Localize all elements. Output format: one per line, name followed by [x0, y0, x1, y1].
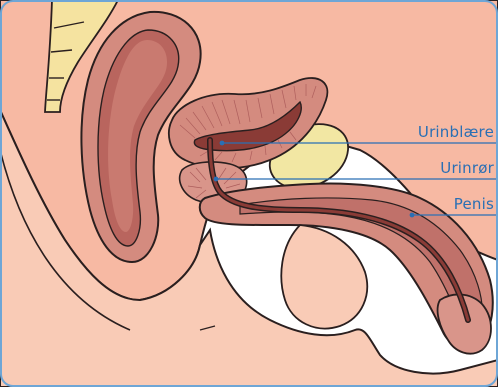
dot-penis [410, 213, 415, 218]
label-penis: Penis [454, 197, 494, 212]
dot-urethra [214, 177, 219, 182]
label-urethra: Urinrør [440, 161, 494, 176]
scrotum [281, 225, 367, 328]
label-bladder: Urinblære [418, 125, 494, 140]
dot-bladder [220, 141, 225, 146]
